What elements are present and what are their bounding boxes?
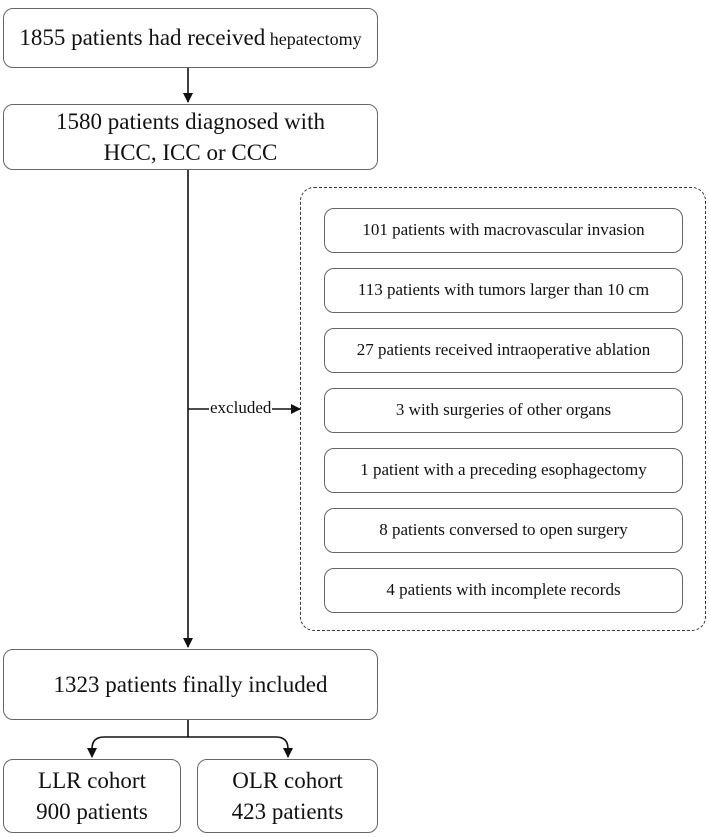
node-olr-cohort: OLR cohort 423 patients	[197, 759, 378, 833]
node-received-text: 1855 patients had received	[19, 25, 266, 51]
exclusion-item: 8 patients conversed to open surgery	[324, 508, 683, 553]
node-diagnosed-line1: 1580 patients diagnosed with	[56, 108, 325, 134]
exclusion-item: 113 patients with tumors larger than 10 …	[324, 268, 683, 313]
node-received-hepatectomy: 1855 patients had received hepatectomy	[3, 8, 378, 68]
node-included-text: 1323 patients finally included	[53, 671, 328, 697]
exclusion-group	[300, 187, 706, 631]
node-llr-cohort: LLR cohort 900 patients	[3, 759, 181, 833]
exclusion-item: 3 with surgeries of other organs	[324, 388, 683, 433]
edge-label-excluded: excluded	[209, 398, 273, 418]
node-received-suffix: hepatectomy	[265, 29, 362, 50]
arrow-to-olr	[188, 736, 293, 758]
exclusion-item: 101 patients with macrovascular invasion	[324, 208, 683, 253]
exclusion-item: 1 patient with a preceding esophagectomy	[324, 448, 683, 493]
node-llr-line1: LLR cohort	[38, 767, 146, 793]
node-diagnosed-line2: HCC, ICC or CCC	[103, 140, 278, 165]
arrow-to-llr	[87, 736, 188, 758]
exclusion-item: 4 patients with incomplete records	[324, 568, 683, 613]
node-diagnosed: 1580 patients diagnosed with HCC, ICC or…	[3, 104, 378, 170]
node-finally-included: 1323 patients finally included	[3, 649, 378, 720]
node-llr-line2: 900 patients	[36, 799, 148, 824]
node-olr-line2: 423 patients	[231, 799, 344, 824]
node-olr-line1: OLR cohort	[232, 767, 343, 793]
exclusion-item: 27 patients received intraoperative abla…	[324, 328, 683, 373]
